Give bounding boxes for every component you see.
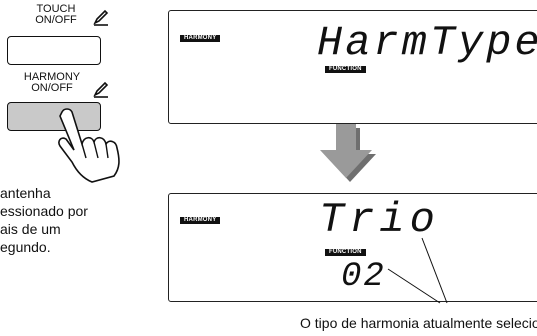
pen-icon <box>92 80 110 102</box>
display-main-text: Trio <box>319 196 440 244</box>
harmony-on-off-button[interactable] <box>7 102 101 131</box>
instruction-text: antenha essionado por ais de um egundo. <box>0 184 140 256</box>
instruction-line1: antenha <box>0 185 51 201</box>
function-badge: FUNCTION <box>325 249 366 256</box>
instruction-line4: egundo. <box>0 239 51 255</box>
touch-label-line2: ON/OFF <box>35 14 77 26</box>
lcd-display-bottom: HARMONY Trio FUNCTION 02 <box>168 193 537 302</box>
touch-on-off-button[interactable] <box>7 36 101 65</box>
harmony-label-line2: ON/OFF <box>31 82 73 94</box>
display-main-text: HarmType <box>317 19 537 67</box>
pen-icon <box>92 8 110 30</box>
lcd-display-top: HARMONY HarmType FUNCTION <box>168 10 537 124</box>
hand-press-icon <box>52 106 132 184</box>
function-badge: FUNCTION <box>325 66 366 73</box>
caption-text: O tipo de harmonia atualmente selecionad <box>300 315 537 331</box>
down-arrow-icon <box>318 124 382 186</box>
instruction-line3: ais de um <box>0 221 61 237</box>
harmony-label-line1: HARMONY <box>23 71 81 83</box>
instruction-line2: essionado por <box>0 203 88 219</box>
display-number: 02 <box>341 258 386 296</box>
harmony-button-label: HARMONY ON/OFF <box>14 72 90 94</box>
harmony-badge: HARMONY <box>180 35 221 42</box>
touch-label-line1: TOUCH <box>36 3 76 15</box>
harmony-badge: HARMONY <box>180 217 221 224</box>
touch-button-label: TOUCH ON/OFF <box>26 4 86 26</box>
